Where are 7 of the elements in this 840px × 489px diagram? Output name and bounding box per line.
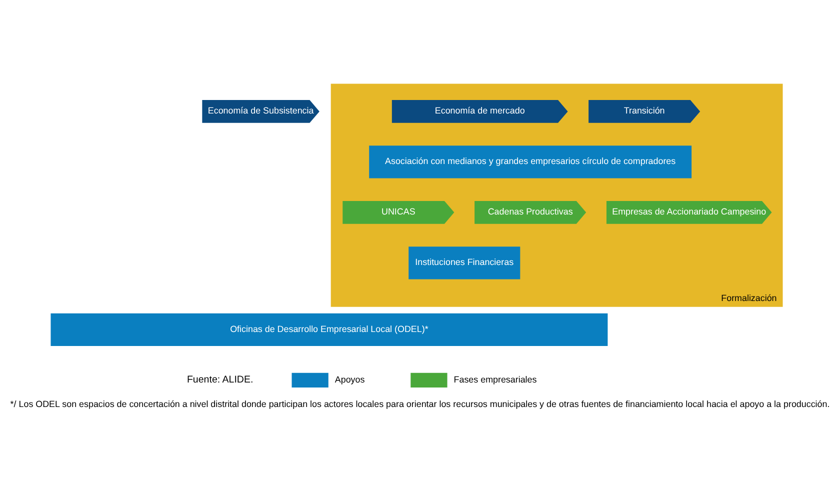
label: Fuente: ALIDE. (186, 374, 254, 386)
caption: */ Los ODEL son espacios de concertación a nivel distrital donde participan los actores locales para orientar los recursos municipales y de otras fuentes de financiamiento local hacia el apoyo a la producción. (10, 398, 830, 408)
legend-label: Fases empresariales (454, 374, 537, 384)
node-box: Oficinas de Desarrollo Empresarial Local (ODEL)* (50, 312, 608, 346)
node-box: Asociación con medianos y grandes empresarios círculo de compradores (369, 145, 692, 178)
node-box: Instituciones Financieras (408, 246, 520, 279)
legend-label: Apoyos (334, 374, 365, 384)
